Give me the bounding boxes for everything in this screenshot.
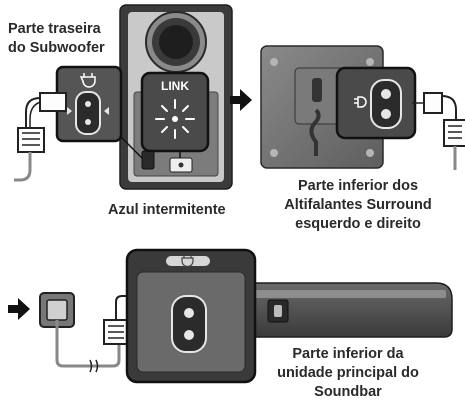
surround-bottom-label-line2: Altifalantes Surround [284, 197, 432, 213]
subwoofer-power-cable [14, 92, 67, 182]
link-callout: LINK [140, 71, 210, 158]
surround-socket-callout [335, 66, 417, 140]
surround-bottom-label: Parte inferior dos Altifalantes Surround… [268, 177, 448, 234]
link-blink-icon [155, 99, 195, 139]
subwoofer-back-label-line1: Parte traseira [8, 21, 101, 37]
surround-bottom-label-line3: esquerdo e direito [295, 216, 421, 232]
arrow-right-icon [230, 89, 252, 111]
link-text: LINK [161, 79, 189, 93]
soundbar-bottom-label-line2: unidade principal do [277, 365, 419, 381]
soundbar-bottom-label-line3: Soundbar [314, 384, 382, 400]
power-plug-icon [354, 96, 367, 108]
soundbar-socket-callout [125, 248, 257, 384]
arrow-right-icon [8, 298, 30, 320]
surround-power-cable [412, 92, 465, 170]
subwoofer-back-label-line2: do Subwoofer [8, 40, 105, 56]
soundbar-bottom-label: Parte inferior da unidade principal do S… [258, 345, 438, 402]
blinking-label: Azul intermitente [108, 202, 226, 218]
wall-outlet-icon [39, 292, 75, 328]
subwoofer-socket-callout [55, 65, 143, 159]
power-plug-icon [79, 73, 96, 88]
soundbar-bottom-label-line1: Parte inferior da [292, 346, 404, 362]
power-plug-icon [181, 256, 194, 268]
subwoofer-back-label: Parte traseira do Subwoofer [8, 20, 105, 58]
surround-bottom-label-line1: Parte inferior dos [297, 178, 419, 194]
